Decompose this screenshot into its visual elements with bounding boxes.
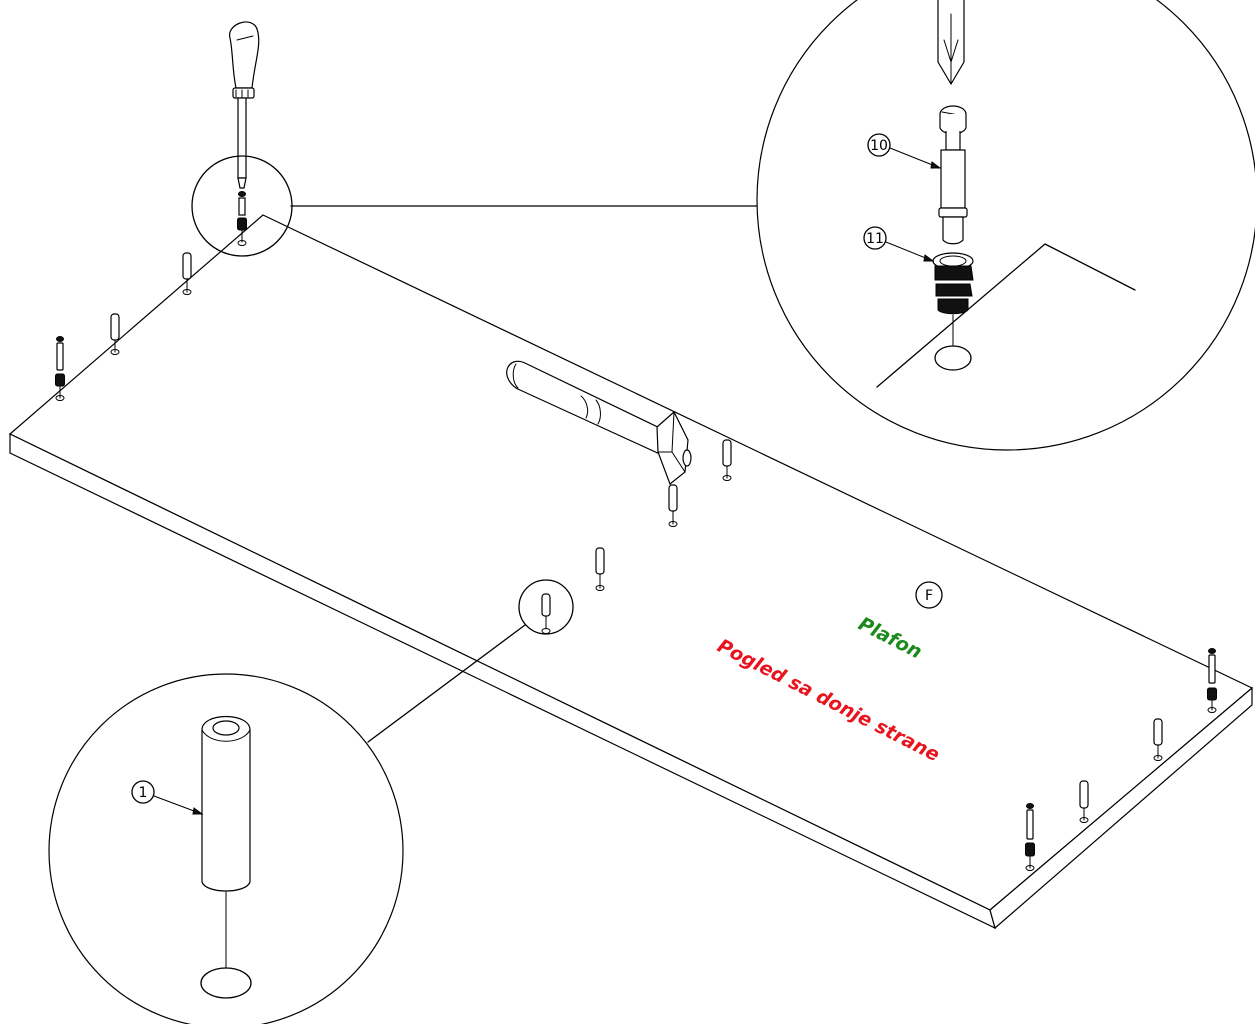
callout-bubble-11 <box>863 226 887 250</box>
panel-side-edge <box>989 686 1253 930</box>
dowel-part <box>110 313 120 341</box>
hammer-icon <box>506 360 692 485</box>
dowel-in-marker <box>541 593 551 634</box>
callout-bubble-10 <box>867 133 891 157</box>
dowel-row-left <box>55 252 192 401</box>
callout-bubble-1 <box>131 780 155 804</box>
cam-bolt-part <box>1208 654 1216 684</box>
callout-label-10: 10 <box>870 138 888 154</box>
dowel-part <box>1153 718 1163 746</box>
cam-insert-part <box>1207 687 1217 701</box>
leader-line-bottom <box>367 624 526 743</box>
cam-bolt-under-screwdriver <box>237 191 247 246</box>
panel-letter: F <box>925 588 933 604</box>
dowel-part <box>182 252 192 280</box>
dowel-row-middle <box>595 439 732 591</box>
panel-board <box>8 214 1254 930</box>
panel-letter-bubble <box>915 581 943 609</box>
screwdriver-icon <box>229 21 260 189</box>
callout-label-1: 1 <box>139 785 148 801</box>
cam-insert-part <box>55 373 65 387</box>
dowel-row-right <box>1025 648 1217 871</box>
dowel-part <box>722 439 732 467</box>
detail-view-dowel: 1 <box>48 673 404 1024</box>
dowel-part <box>668 484 678 512</box>
cam-insert-part <box>1025 842 1035 857</box>
cam-bolt-part <box>56 342 64 371</box>
callout-label-11: 11 <box>866 231 884 247</box>
dowel-part <box>1079 780 1089 809</box>
detail-view-cam-bolt: 10 11 <box>756 0 1255 451</box>
cam-bolt-part <box>1026 809 1034 840</box>
dowel-part <box>595 547 605 575</box>
